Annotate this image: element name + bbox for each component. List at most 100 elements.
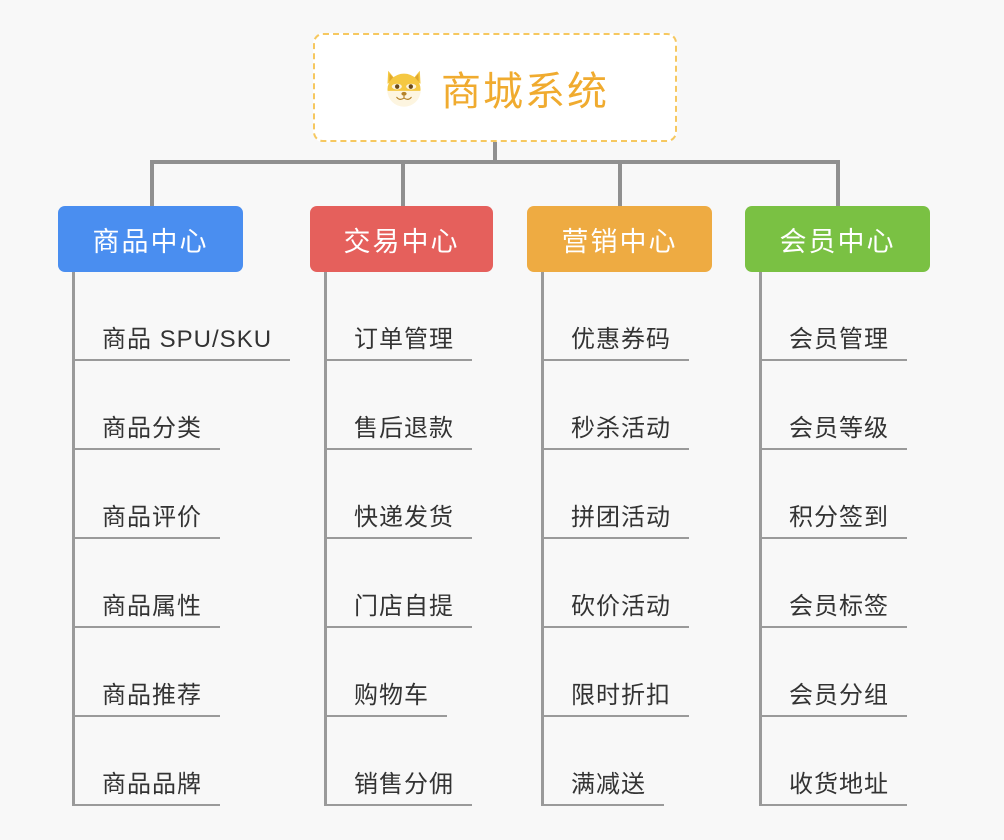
category-column: 营销中心优惠券码秒杀活动拼团活动砍价活动限时折扣满减送 — [527, 206, 712, 806]
leaf-underline: 销售分佣 — [324, 770, 472, 806]
root-title: 商城系统 — [441, 69, 609, 114]
leaf-item[interactable]: 商品品牌 — [58, 717, 290, 806]
leaf-label: 售后退款 — [354, 414, 454, 442]
leaf-label: 订单管理 — [354, 325, 454, 353]
leaf-item[interactable]: 订单管理 — [310, 272, 472, 361]
leaf-label: 会员标签 — [789, 592, 889, 620]
leaf-list: 优惠券码秒杀活动拼团活动砍价活动限时折扣满减送 — [527, 272, 689, 806]
leaf-underline: 积分签到 — [759, 503, 907, 539]
connector-trunk-3 — [541, 272, 544, 806]
leaf-underline: 满减送 — [541, 770, 664, 806]
category-header-4[interactable]: 会员中心 — [745, 206, 930, 272]
leaf-label: 会员分组 — [789, 681, 889, 709]
category-column: 交易中心订单管理售后退款快递发货门店自提购物车销售分佣 — [310, 206, 493, 806]
leaf-underline: 收货地址 — [759, 770, 907, 806]
leaf-underline: 砍价活动 — [541, 592, 689, 628]
leaf-underline: 会员等级 — [759, 414, 907, 450]
leaf-underline: 商品属性 — [72, 592, 220, 628]
leaf-item[interactable]: 满减送 — [527, 717, 689, 806]
leaf-underline: 秒杀活动 — [541, 414, 689, 450]
leaf-item[interactable]: 快递发货 — [310, 450, 472, 539]
category-header-3[interactable]: 营销中心 — [527, 206, 712, 272]
leaf-label: 商品评价 — [102, 503, 202, 531]
leaf-item[interactable]: 秒杀活动 — [527, 361, 689, 450]
leaf-underline: 订单管理 — [324, 325, 472, 361]
leaf-item[interactable]: 商品分类 — [58, 361, 290, 450]
leaf-underline: 拼团活动 — [541, 503, 689, 539]
leaf-underline: 购物车 — [324, 681, 447, 717]
leaf-label: 砍价活动 — [571, 592, 671, 620]
connector-root-stem — [493, 142, 497, 164]
leaf-item[interactable]: 优惠券码 — [527, 272, 689, 361]
leaf-label: 门店自提 — [354, 592, 454, 620]
leaf-underline: 会员分组 — [759, 681, 907, 717]
leaf-label: 拼团活动 — [571, 503, 671, 531]
root-node-shop-system[interactable]: 商城系统 — [313, 33, 677, 142]
category-header-2[interactable]: 交易中心 — [310, 206, 493, 272]
leaf-underline: 商品品牌 — [72, 770, 220, 806]
connector-drop-3 — [618, 160, 622, 206]
leaf-item[interactable]: 购物车 — [310, 628, 472, 717]
connector-trunk-1 — [72, 272, 75, 806]
leaf-list: 会员管理会员等级积分签到会员标签会员分组收货地址 — [745, 272, 907, 806]
leaf-item[interactable]: 收货地址 — [745, 717, 907, 806]
leaf-underline: 商品分类 — [72, 414, 220, 450]
leaf-item[interactable]: 积分签到 — [745, 450, 907, 539]
leaf-label: 商品品牌 — [102, 770, 202, 798]
leaf-item[interactable]: 商品评价 — [58, 450, 290, 539]
leaf-item[interactable]: 会员管理 — [745, 272, 907, 361]
leaf-list: 订单管理售后退款快递发货门店自提购物车销售分佣 — [310, 272, 472, 806]
leaf-label: 快递发货 — [354, 503, 454, 531]
leaf-item[interactable]: 砍价活动 — [527, 539, 689, 628]
leaf-item[interactable]: 门店自提 — [310, 539, 472, 628]
leaf-item[interactable]: 商品推荐 — [58, 628, 290, 717]
leaf-label: 优惠券码 — [571, 325, 671, 353]
category-header-label: 会员中心 — [779, 226, 896, 257]
leaf-item[interactable]: 售后退款 — [310, 361, 472, 450]
leaf-label: 会员管理 — [789, 325, 889, 353]
leaf-label: 购物车 — [354, 681, 429, 709]
leaf-label: 满减送 — [571, 770, 646, 798]
leaf-underline: 商品推荐 — [72, 681, 220, 717]
leaf-label: 积分签到 — [789, 503, 889, 531]
connector-drop-4 — [836, 160, 840, 206]
leaf-item[interactable]: 会员标签 — [745, 539, 907, 628]
leaf-item[interactable]: 商品 SPU/SKU — [58, 272, 291, 361]
leaf-label: 会员等级 — [789, 414, 889, 442]
leaf-item[interactable]: 商品属性 — [58, 539, 290, 628]
leaf-label: 收货地址 — [789, 770, 889, 798]
leaf-label: 商品属性 — [102, 592, 202, 620]
category-header-1[interactable]: 商品中心 — [58, 206, 243, 272]
leaf-item[interactable]: 会员分组 — [745, 628, 907, 717]
category-header-label: 商品中心 — [92, 226, 209, 257]
connector-drop-1 — [150, 160, 154, 206]
leaf-label: 销售分佣 — [354, 770, 454, 798]
leaf-underline: 优惠券码 — [541, 325, 689, 361]
leaf-underline: 会员标签 — [759, 592, 907, 628]
leaf-item[interactable]: 限时折扣 — [527, 628, 689, 717]
connector-trunk-4 — [759, 272, 762, 806]
category-column: 会员中心会员管理会员等级积分签到会员标签会员分组收货地址 — [745, 206, 930, 806]
category-header-label: 交易中心 — [343, 226, 460, 257]
leaf-underline: 商品评价 — [72, 503, 220, 539]
leaf-list: 商品 SPU/SKU 商品分类商品评价商品属性商品推荐商品品牌 — [58, 272, 291, 806]
category-header-label: 营销中心 — [561, 226, 678, 257]
leaf-label: 商品 SPU/SKU — [102, 325, 273, 353]
leaf-underline: 门店自提 — [324, 592, 472, 628]
leaf-label: 限时折扣 — [571, 681, 671, 709]
connector-drop-2 — [401, 160, 405, 206]
leaf-label: 商品推荐 — [102, 681, 202, 709]
shiba-dog-face-icon — [381, 65, 427, 111]
leaf-label: 商品分类 — [102, 414, 202, 442]
leaf-underline: 商品 SPU/SKU — [72, 325, 291, 361]
leaf-item[interactable]: 会员等级 — [745, 361, 907, 450]
leaf-item[interactable]: 拼团活动 — [527, 450, 689, 539]
leaf-underline: 会员管理 — [759, 325, 907, 361]
leaf-label: 秒杀活动 — [571, 414, 671, 442]
leaf-item[interactable]: 销售分佣 — [310, 717, 472, 806]
connector-horizontal-bus — [150, 160, 836, 164]
leaf-underline: 售后退款 — [324, 414, 472, 450]
leaf-underline: 限时折扣 — [541, 681, 689, 717]
connector-trunk-2 — [324, 272, 327, 806]
